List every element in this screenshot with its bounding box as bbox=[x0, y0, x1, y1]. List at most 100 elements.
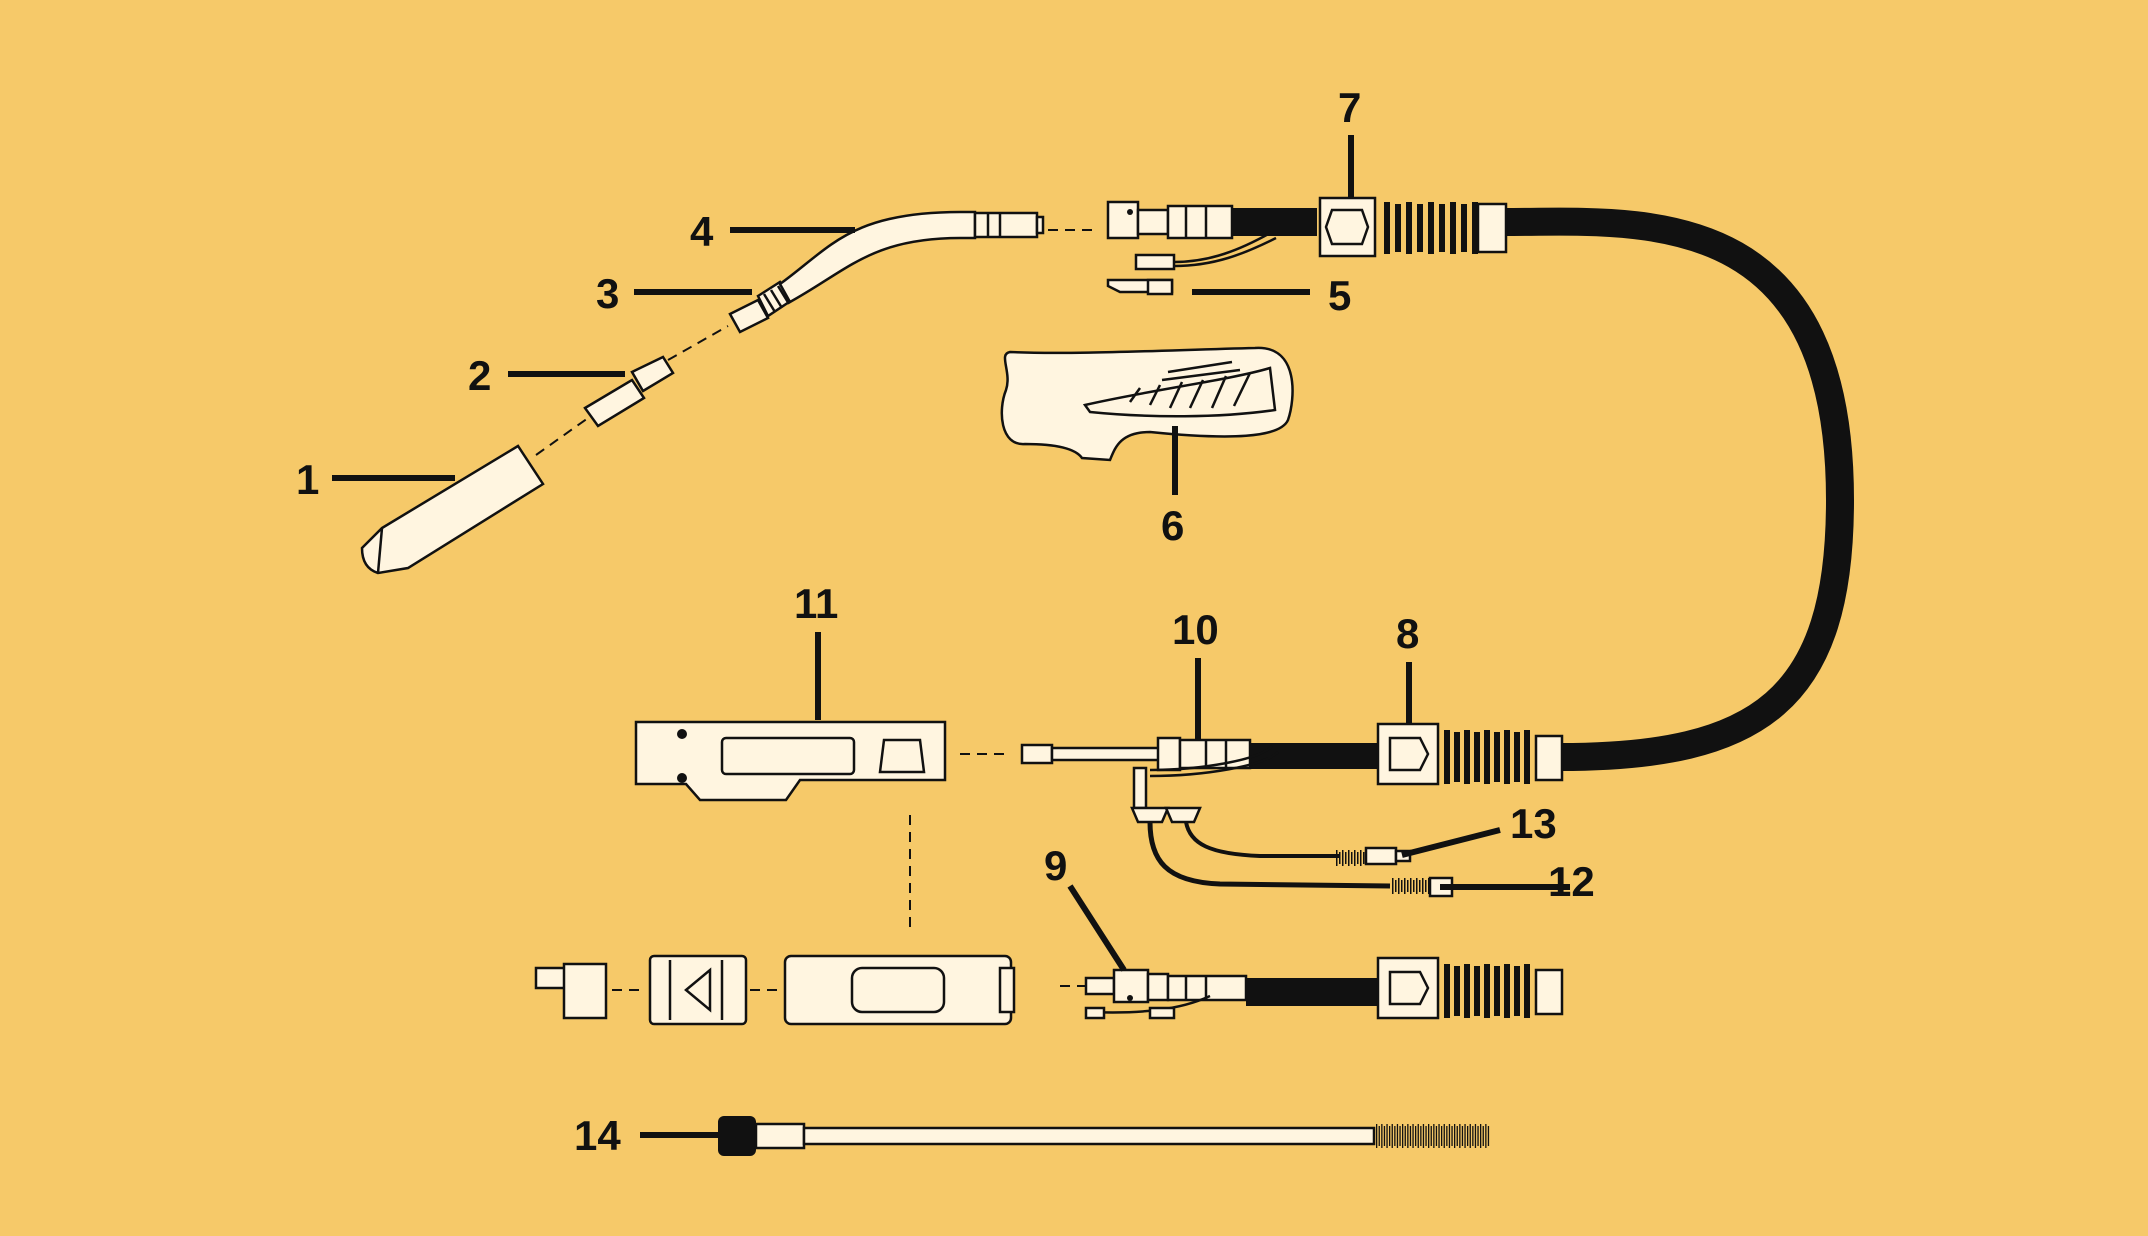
callout-3: 3 bbox=[596, 270, 619, 317]
spring-coil bbox=[1464, 730, 1470, 784]
spring-coil bbox=[1351, 852, 1353, 864]
spring-coil bbox=[1410, 878, 1412, 894]
callout-1: 1 bbox=[296, 456, 319, 503]
end-cap-part[interactable] bbox=[534, 962, 608, 1020]
spring-coil bbox=[1422, 1124, 1425, 1148]
callout-2: 2 bbox=[468, 352, 491, 399]
spring-coil bbox=[1474, 1124, 1477, 1148]
spring-coil bbox=[1435, 1126, 1438, 1146]
contact-tip-part[interactable] bbox=[583, 355, 675, 428]
spring-coil bbox=[1477, 1126, 1479, 1146]
spring-coil bbox=[1469, 1124, 1471, 1148]
handle-part[interactable] bbox=[1000, 346, 1294, 462]
spring-coil bbox=[1395, 204, 1401, 252]
spring-coil bbox=[1484, 730, 1490, 784]
power-pin-connector-part[interactable] bbox=[1084, 968, 1378, 1020]
spring-coil bbox=[1474, 966, 1480, 1016]
spring-coil bbox=[1360, 850, 1362, 866]
main-power-cable bbox=[1504, 207, 1855, 771]
spring-coil bbox=[1386, 1124, 1388, 1148]
spring-coil bbox=[1395, 880, 1397, 892]
callout-4: 4 bbox=[690, 208, 714, 255]
spring-coil bbox=[1363, 852, 1365, 864]
spring-coil bbox=[1409, 1126, 1412, 1146]
spring-coil bbox=[1441, 1126, 1443, 1146]
strain-relief-top[interactable] bbox=[1318, 196, 1508, 258]
spring-coil bbox=[1348, 850, 1350, 866]
spring-coil bbox=[1472, 202, 1478, 254]
spring-coil bbox=[1376, 1124, 1378, 1148]
locking-collar-part[interactable] bbox=[648, 954, 748, 1026]
spring-coil bbox=[1394, 1126, 1396, 1146]
spring-coil bbox=[1401, 880, 1403, 892]
spring-coil bbox=[1454, 732, 1460, 782]
strain-relief-bottom[interactable] bbox=[1376, 956, 1564, 1020]
spring-coil bbox=[1494, 732, 1500, 782]
leader-lines bbox=[332, 135, 1570, 1138]
callout-5: 5 bbox=[1328, 272, 1351, 319]
spring-coil bbox=[1417, 204, 1423, 252]
spring-coil bbox=[1354, 850, 1356, 866]
spring-coil bbox=[1514, 732, 1520, 782]
spring-coil bbox=[1487, 1126, 1490, 1146]
tip-axis-line bbox=[667, 325, 729, 361]
spring-coil bbox=[1485, 1124, 1487, 1148]
spring-coil bbox=[1384, 202, 1390, 254]
spring-coil bbox=[1430, 1126, 1432, 1146]
spring-coil bbox=[1456, 1126, 1458, 1146]
spring-coil bbox=[1422, 878, 1424, 894]
spring-coil bbox=[1396, 1124, 1399, 1148]
spring-coil bbox=[1472, 1126, 1474, 1146]
nozzle-part[interactable] bbox=[360, 444, 545, 575]
spring-coil bbox=[1336, 850, 1338, 866]
spring-coil bbox=[1459, 1124, 1461, 1148]
spring-coil bbox=[1480, 1124, 1482, 1148]
spring-coil bbox=[1467, 1126, 1469, 1146]
rear-handle-part[interactable] bbox=[634, 720, 947, 802]
spring-coil bbox=[1474, 732, 1480, 782]
spring-coil bbox=[1407, 1124, 1409, 1148]
spring-coil bbox=[1444, 730, 1450, 784]
spring-coil bbox=[1461, 204, 1467, 252]
callout-11: 11 bbox=[794, 580, 838, 627]
spring-coil bbox=[1494, 966, 1500, 1016]
callout-8: 8 bbox=[1396, 610, 1419, 657]
spring-coil bbox=[1402, 1124, 1404, 1148]
spring-coil bbox=[1389, 1126, 1391, 1146]
liner-part[interactable] bbox=[718, 1116, 1490, 1156]
spring-coil bbox=[1425, 880, 1427, 892]
spring-coil bbox=[1407, 880, 1409, 892]
neck-connector-block[interactable] bbox=[1106, 200, 1317, 240]
gooseneck-part[interactable] bbox=[778, 210, 1045, 304]
callout-6: 6 bbox=[1161, 502, 1184, 549]
spring-coil bbox=[1413, 880, 1415, 892]
nozzle-axis-line bbox=[535, 417, 589, 456]
spring-coil bbox=[1392, 878, 1394, 894]
callout-13: 13 bbox=[1510, 800, 1557, 847]
spring-coil bbox=[1514, 966, 1520, 1016]
spring-coil bbox=[1439, 204, 1445, 252]
spring-coil bbox=[1482, 1126, 1484, 1146]
spring-coil bbox=[1383, 1126, 1386, 1146]
trigger-switch-part[interactable] bbox=[1106, 230, 1277, 296]
spring-coil bbox=[1416, 878, 1418, 894]
spring-coil bbox=[1398, 878, 1400, 894]
spring-coil bbox=[1446, 1126, 1448, 1146]
strain-relief-middle[interactable] bbox=[1376, 722, 1564, 786]
spring-coil bbox=[1454, 1124, 1456, 1148]
spring-coil bbox=[1524, 964, 1530, 1018]
spring-coil bbox=[1345, 852, 1347, 864]
spring-coil bbox=[1428, 1124, 1430, 1148]
spring-coil bbox=[1415, 1126, 1417, 1146]
spring-coil bbox=[1420, 1126, 1422, 1146]
spring-coil bbox=[1448, 1124, 1451, 1148]
spring-coil bbox=[1433, 1124, 1435, 1148]
adapter-housing-part[interactable] bbox=[783, 954, 1016, 1026]
spring-coil bbox=[1381, 1124, 1383, 1148]
callout-14: 14 bbox=[574, 1112, 621, 1159]
spring-coil bbox=[1428, 202, 1434, 254]
spring-coil bbox=[1504, 964, 1510, 1018]
spring-coil bbox=[1464, 964, 1470, 1018]
spring-coil bbox=[1419, 880, 1421, 892]
spring-coil bbox=[1391, 1124, 1393, 1148]
